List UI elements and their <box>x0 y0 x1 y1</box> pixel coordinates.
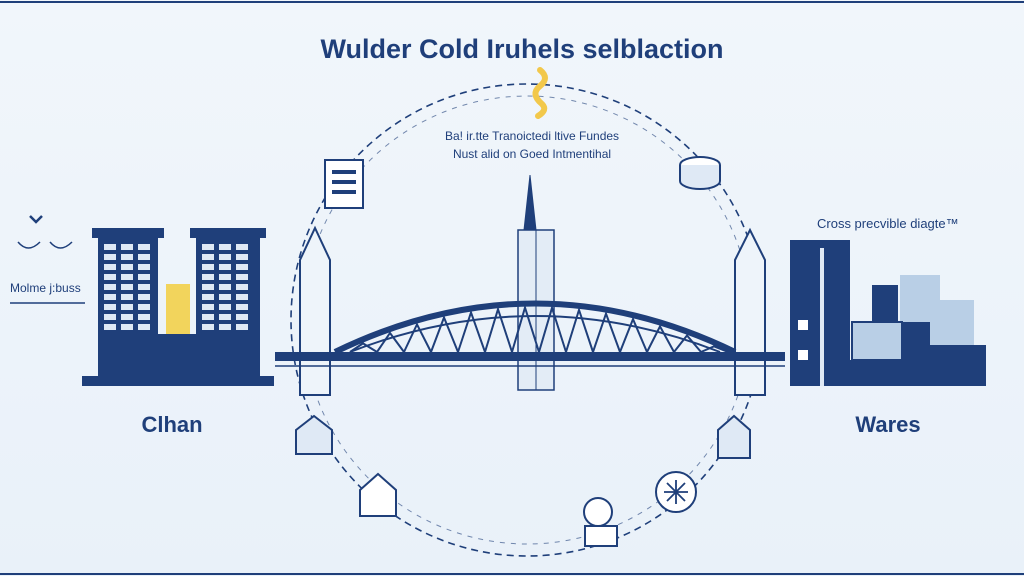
window <box>202 294 214 300</box>
window <box>138 294 150 300</box>
window <box>236 254 248 260</box>
accent-panel <box>166 284 190 334</box>
window <box>138 254 150 260</box>
window <box>236 294 248 300</box>
window <box>104 324 116 330</box>
window <box>104 264 116 270</box>
window <box>138 304 150 310</box>
snowflake-icon <box>655 471 697 513</box>
window <box>138 264 150 270</box>
house-icon-left <box>359 472 397 517</box>
house-icon-right <box>717 414 751 459</box>
window <box>138 314 150 320</box>
window <box>219 324 231 330</box>
window <box>104 294 116 300</box>
window <box>202 284 214 290</box>
window <box>121 284 133 290</box>
truss-member <box>565 306 594 353</box>
window <box>236 284 248 290</box>
right-note: Cross precvible diagte™ <box>817 216 959 231</box>
right-warehouse <box>790 240 986 386</box>
truss-member <box>457 309 486 353</box>
window <box>121 294 133 300</box>
window <box>104 314 116 320</box>
window <box>202 264 214 270</box>
left-buildings <box>82 228 274 386</box>
window <box>236 304 248 310</box>
window <box>236 264 248 270</box>
window <box>138 284 150 290</box>
truss-member <box>673 333 702 353</box>
truss-member <box>646 324 675 353</box>
truss-member <box>349 342 378 353</box>
window <box>104 274 116 280</box>
window <box>236 314 248 320</box>
truss-member <box>619 316 648 353</box>
basket-icon <box>295 414 333 455</box>
window <box>219 274 231 280</box>
window <box>202 244 214 250</box>
window <box>121 264 133 270</box>
smile-icons <box>17 215 73 249</box>
truss-member <box>700 345 729 353</box>
window <box>104 244 116 250</box>
window <box>121 244 133 250</box>
caption-line-1: Ba! ir.tte Tranoictedi ltive Fundes <box>445 129 619 143</box>
truss-member <box>538 304 567 353</box>
window <box>121 304 133 310</box>
accent-marker-icon <box>532 67 548 119</box>
window <box>202 274 214 280</box>
window <box>121 274 133 280</box>
window <box>138 324 150 330</box>
window <box>219 244 231 250</box>
caption-line-2: Nust alid on Goed Intmentihal <box>453 147 611 161</box>
window <box>219 294 231 300</box>
window <box>236 324 248 330</box>
truss-member <box>430 314 459 353</box>
window <box>138 244 150 250</box>
device-icon <box>583 497 618 547</box>
document-icon <box>324 159 364 209</box>
window <box>138 274 150 280</box>
left-label: Clhan <box>141 412 202 437</box>
storage-drum-icon <box>679 156 721 190</box>
window <box>104 284 116 290</box>
truss-member <box>484 305 513 353</box>
window <box>121 314 133 320</box>
window <box>219 284 231 290</box>
page-title: Wulder Cold Iruhels selblaction <box>320 34 723 64</box>
truss-member <box>592 310 621 353</box>
window <box>104 254 116 260</box>
window <box>219 254 231 260</box>
window <box>202 324 214 330</box>
window <box>202 304 214 310</box>
left-note: Molme j:buss <box>10 281 81 295</box>
right-label: Wares <box>855 412 920 437</box>
truss-member <box>403 322 432 353</box>
window <box>121 324 133 330</box>
window <box>236 244 248 250</box>
bridge <box>275 174 785 396</box>
window <box>219 264 231 270</box>
window <box>219 304 231 310</box>
window <box>202 314 214 320</box>
truss-member <box>511 304 540 353</box>
window <box>236 274 248 280</box>
window <box>121 254 133 260</box>
window <box>219 314 231 320</box>
window <box>104 304 116 310</box>
truss-member <box>376 331 405 353</box>
window <box>202 254 214 260</box>
